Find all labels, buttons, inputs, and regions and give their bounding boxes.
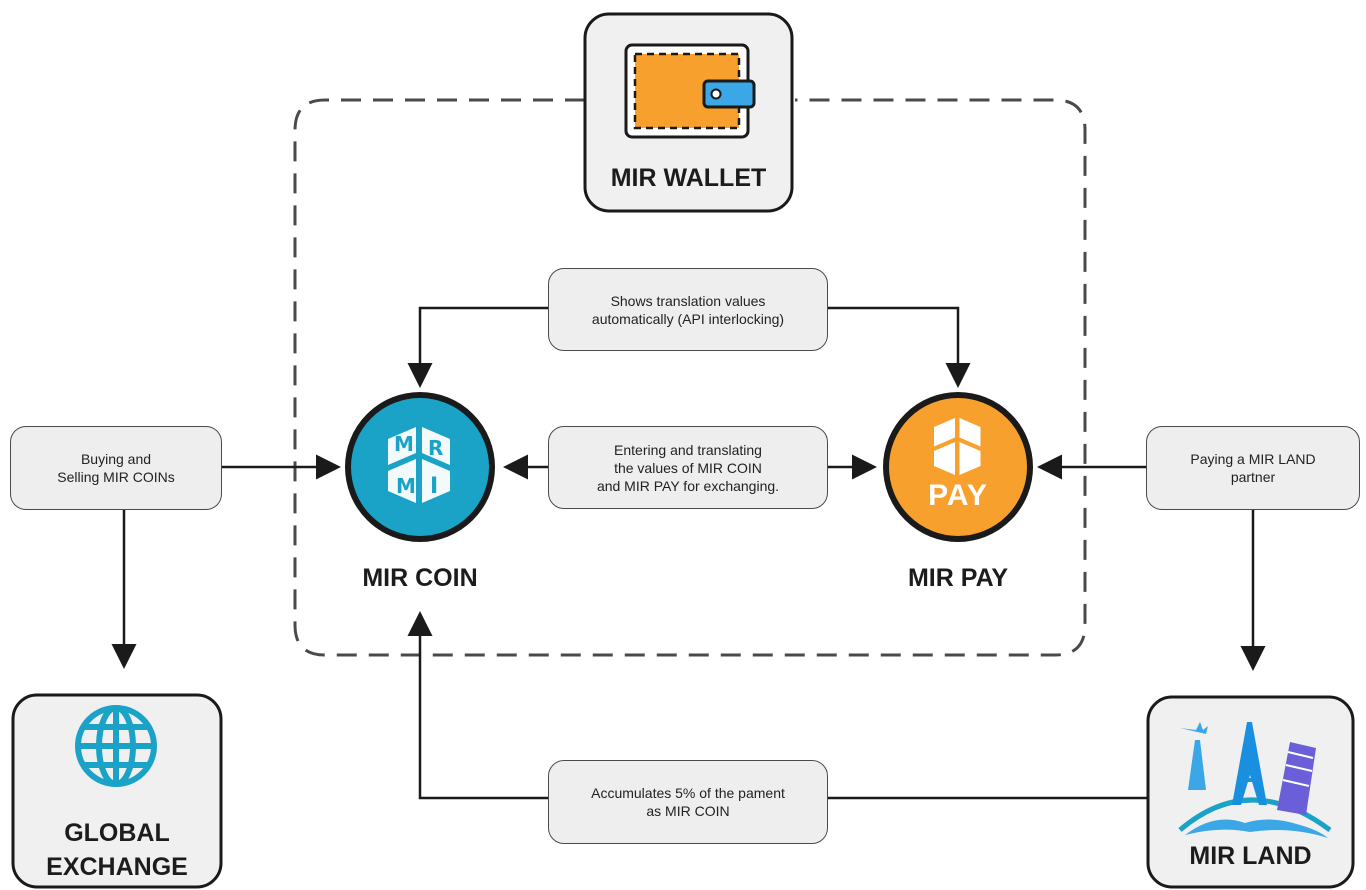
mir-wallet-boundary (293, 98, 1087, 657)
svg-text:M: M (396, 474, 416, 498)
accumulate-arrow-to-coin (407, 611, 1148, 800)
paying-note: Paying a MIR LAND partner (1146, 426, 1360, 510)
buying-note: Buying and Selling MIR COINs (10, 426, 222, 510)
wallet-icon (624, 43, 756, 139)
svg-text:I: I (430, 474, 438, 499)
global-exchange-label: GLOBAL EXCHANGE (46, 819, 188, 881)
api-arrow-to-pay (828, 306, 971, 388)
accumulate-note: Accumulates 5% of the pament as MIR COIN (548, 760, 828, 844)
mir-land-label: MIR LAND (1189, 842, 1312, 870)
svg-text:M: M (394, 432, 414, 456)
api-note: Shows translation values automatically (… (548, 268, 828, 351)
mir-pay-logo[interactable] (883, 392, 1033, 542)
mir-wallet-label: MIR WALLET (610, 164, 767, 192)
svg-text:R: R (428, 436, 443, 460)
global-exchange-box[interactable] (11, 693, 223, 889)
landmarks-icon (1178, 722, 1332, 838)
mir-pay-badge: PAY (928, 479, 988, 512)
mir-pay-label: MIR PAY (907, 564, 1009, 592)
globe-icon (75, 705, 157, 787)
mir-coin-label: MIR COIN (362, 564, 478, 592)
exchanging-note: Entering and translating the values of M… (548, 426, 828, 509)
api-arrow-to-coin (407, 306, 548, 388)
mir-coin-logo[interactable]: M R M I (345, 392, 495, 542)
